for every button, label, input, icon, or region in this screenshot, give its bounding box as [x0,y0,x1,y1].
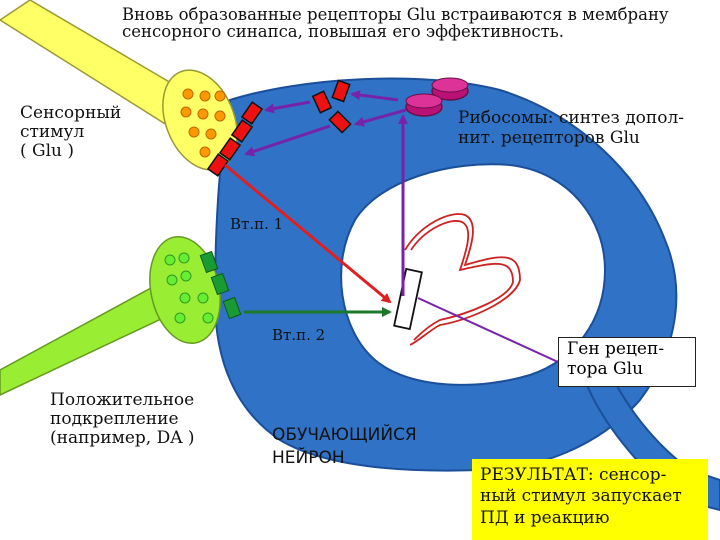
ribosome-to-receptor-arrow-2 [354,108,407,127]
glu-receptor [240,101,264,125]
glu-vesicle [205,128,217,140]
second-messenger-2-label: Вт.п. 2 [272,326,326,344]
glu-vesicle [197,108,209,120]
glu-vesicle [182,88,194,100]
receptor-to-membrane-arrow-2 [244,124,331,157]
glu-receptor [218,137,242,161]
glu-vesicle [214,90,226,102]
glu-receptor [206,153,230,177]
da-receptor [222,296,242,320]
da-receptor [199,250,219,274]
glu-receptor [311,90,333,114]
glu-receptor [328,110,352,134]
new-glu-receptors [311,79,352,134]
dna-strand-2 [410,220,514,341]
da-receptor [210,272,230,296]
gene-marker [393,267,423,331]
da-vesicle [197,292,209,304]
da-vesicle [174,312,186,324]
ribosomes-label: Рибосомы: синтез допол- нит. рецепторов … [458,108,685,149]
da-vesicle [179,292,191,304]
gene-label-box: Ген рецеп- тора Glu [558,337,696,387]
dna-strand-1 [404,213,521,346]
ribosome [431,77,469,101]
second-messenger-1-arrow [224,163,392,304]
da-vesicle [166,274,178,286]
glu-receptor [230,119,254,143]
second-messenger-1-label: Вт.п. 1 [230,215,284,233]
sensory-stimulus-label: Сенсорный стимул ( Glu ) [20,103,122,162]
neuron-label: ОБУЧАЮЩИЙСЯ НЕЙРОН [272,425,417,468]
glu-receptor [331,79,351,103]
gene-callout-line [417,297,559,363]
diagram-title: Вновь образованные рецепторы Glu встраив… [122,5,669,42]
positive-reinforcement-label: Положительное подкрепление (например, DA… [50,390,195,449]
da-receptors-membrane [199,250,242,320]
glu-receptors-membrane [206,101,264,177]
glu-vesicle [214,110,226,122]
da-vesicle [180,270,192,282]
ribosome-to-receptor-arrow-1 [350,90,399,102]
glu-vesicle [199,90,211,102]
ribosomes [405,77,469,117]
result-box: РЕЗУЛЬТАТ: сенсор- ный стимул запускает … [472,459,708,540]
da-vesicle [202,312,214,324]
ribosome [405,93,443,117]
da-vesicle [178,252,190,264]
nucleus [340,163,607,386]
receptor-to-membrane-arrow-1 [264,100,311,114]
glu-vesicle [199,146,211,158]
glu-vesicle [188,126,200,138]
glu-vesicle [180,106,192,118]
da-vesicle [164,254,176,266]
